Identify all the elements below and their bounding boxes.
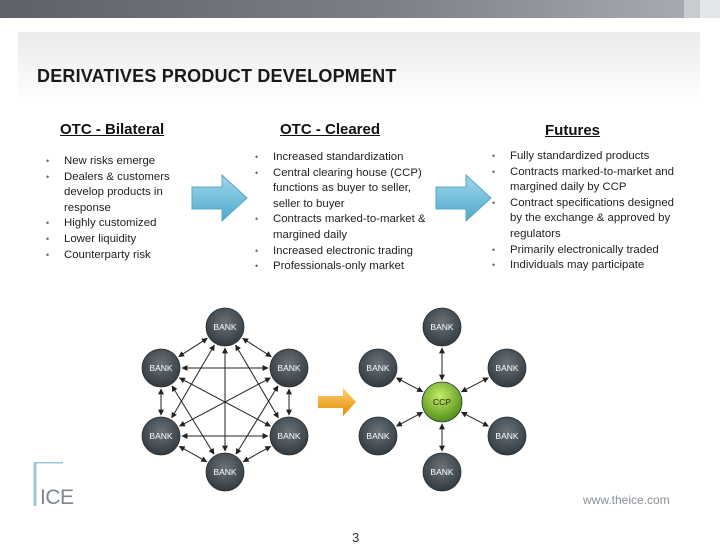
bullets-otc-bilateral: New risks emerge Dealers & customers dev… [46,154,196,263]
list-item: Contracts marked-to-market and margined … [492,165,682,196]
list-item: Increased electronic trading [255,244,435,260]
bullets-otc-cleared: Increased standardization Central cleari… [255,150,435,275]
node-label: BANK [213,322,236,332]
connection-line [178,445,208,463]
node-label: CCP [433,397,451,407]
page-number: 3 [352,530,360,545]
list-item: Highly customized [46,216,196,232]
list-item: Central clearing house (CCP) functions a… [255,166,435,213]
bank-node: BANK [205,452,245,492]
node-label: BANK [277,431,300,441]
list-item: Lower liquidity [46,232,196,248]
list-item: New risks emerge [46,154,196,170]
node-label: BANK [277,363,300,373]
connection-line [396,377,424,393]
node-label: BANK [495,363,518,373]
bank-node: BANK [487,348,527,388]
progress-arrow-icon [191,173,248,223]
top-accent-bar [0,0,720,18]
node-label: BANK [495,431,518,441]
list-item: Primarily electronically traded [492,243,682,259]
bullets-futures: Fully standardized products Contracts ma… [492,149,682,274]
connection-line [396,411,424,427]
heading-futures: Futures [545,122,601,139]
node-label: BANK [213,467,236,477]
connection-line [460,377,489,393]
list-item: Individuals may participate [492,258,682,274]
list-item: Fully standardized products [492,149,682,165]
bank-node: BANK [358,416,398,456]
connection-line [171,344,215,419]
website-url: www.theice.com [583,493,670,507]
node-label: BANK [430,467,453,477]
center-arrow-icon [318,388,356,416]
ice-logo: ICE [33,462,75,506]
bank-node: BANK [487,416,527,456]
bank-node: BANK [205,307,245,347]
bank-node: BANK [141,416,181,456]
connection-line [242,337,272,358]
connection-line [460,411,489,427]
bank-node: BANK [269,416,309,456]
connection-line [235,344,279,419]
heading-otc-cleared: OTC - Cleared [280,121,381,138]
list-item: Increased standardization [255,150,435,166]
list-item: Contracts marked-to-market & margined da… [255,212,435,243]
bank-node: BANK [422,307,462,347]
connection-line [171,385,215,455]
bank-node: BANK [141,348,181,388]
list-item: Professionals-only market [255,259,435,275]
connection-line [242,445,272,463]
node-label: BANK [149,431,172,441]
list-item: Contract specifications designed by the … [492,196,682,243]
node-label: BANK [366,431,389,441]
node-label: BANK [366,363,389,373]
node-label: BANK [149,363,172,373]
progress-arrow-icon [435,173,492,223]
node-label: BANK [430,322,453,332]
bank-node: BANK [358,348,398,388]
svg-text:ICE: ICE [40,486,74,506]
ccp-node: CCP [421,381,463,423]
connection-line [178,337,208,358]
bank-node: BANK [422,452,462,492]
title-band [18,32,700,104]
slide-title: DERIVATIVES PRODUCT DEVELOPMENT [37,66,397,86]
list-item: Counterparty risk [46,248,196,264]
heading-otc-bilateral: OTC - Bilateral [60,121,165,138]
list-item: Dealers & customers develop products in … [46,170,196,217]
bank-node: BANK [269,348,309,388]
